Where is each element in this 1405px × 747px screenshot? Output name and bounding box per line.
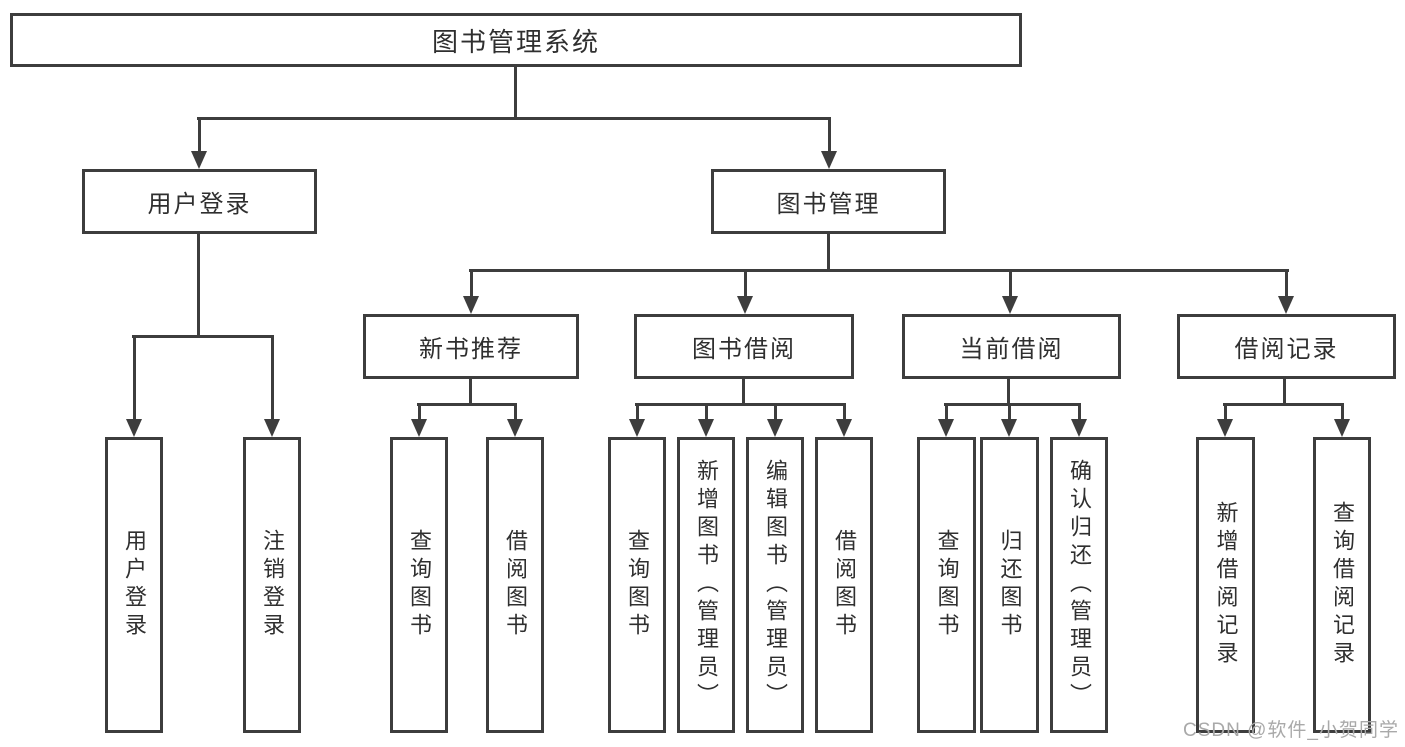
connector-user-login-hline [132,335,274,338]
arrow-to-bb-edit [767,405,783,437]
connector-book-management-stub [827,233,830,272]
leaf-recommend-query-book: 查询图书 [390,437,448,733]
node-label: 图书管理 [776,191,881,218]
connector-current-borrow-hline [944,403,1081,406]
connector-level3-hline [469,269,1289,272]
leaf-label: 借阅图书 [503,529,528,641]
node-new-book-recommend: 新书推荐 [363,314,579,379]
arrow-to-borrow-record [1278,271,1294,314]
leaf-borrow-edit-book-admin: 编辑图书（管理员） [746,437,804,733]
leaf-borrow-borrow-book: 借阅图书 [815,437,873,733]
leaf-current-query-book: 查询图书 [917,437,976,733]
arrow-to-new-book-recommend [463,271,479,314]
connector-book-borrow-stub [742,379,745,406]
leaf-label: 确认归还（管理员） [1067,459,1092,711]
connector-user-login-stub [197,234,200,338]
node-user-login: 用户登录 [82,169,317,234]
connector-book-borrow-hline [635,403,846,406]
node-label: 图书管理系统 [431,26,600,57]
leaf-record-add-record: 新增借阅记录 [1196,437,1255,733]
node-label: 图书借阅 [692,336,796,363]
connector-level2-hline [197,117,831,120]
leaf-label: 新增借阅记录 [1213,501,1239,669]
leaf-current-confirm-return-admin: 确认归还（管理员） [1050,437,1108,733]
leaf-logout: 注销登录 [243,437,301,733]
node-borrow-record: 借阅记录 [1177,314,1396,379]
arrow-to-bb-query [629,405,645,437]
leaf-label: 查询图书 [625,529,650,641]
node-label: 当前借阅 [959,336,1064,363]
connector-borrow-record-hline [1223,403,1344,406]
node-book-management: 图书管理 [711,169,946,234]
arrow-to-br-query [1334,405,1350,437]
leaf-label: 查询图书 [934,529,960,641]
arrow-to-bb-add [698,405,714,437]
arrow-to-br-add [1217,405,1233,437]
leaf-label: 借阅图书 [832,529,857,641]
arrow-to-rec-borrow [507,405,523,437]
connector-recommend-hline [417,403,517,406]
arrow-to-leaf-logout [264,337,280,437]
connector-borrow-record-stub [1283,379,1286,406]
connector-recommend-stub [469,379,472,406]
connector-root-stub [514,66,517,120]
node-label: 借阅记录 [1234,336,1339,363]
leaf-label: 归还图书 [997,529,1023,641]
arrow-to-current-borrow [1002,271,1018,314]
node-book-borrow: 图书借阅 [634,314,854,379]
watermark: CSDN @软件_小贺同学 [1183,720,1399,741]
leaf-borrow-query-book: 查询图书 [608,437,666,733]
leaf-label: 注销登录 [260,529,285,641]
arrow-to-book-borrow [737,271,753,314]
arrow-to-bb-borrow [836,405,852,437]
leaf-current-return-book: 归还图书 [980,437,1039,733]
arrow-to-book-management [821,119,837,169]
arrow-to-user-login [191,119,207,169]
arrow-to-rec-query [411,405,427,437]
leaf-user-login: 用户登录 [105,437,163,733]
leaf-label: 新增图书（管理员） [694,459,719,711]
leaf-label: 用户登录 [122,529,147,641]
arrow-to-cb-return [1001,405,1017,437]
arrow-to-cb-confirm [1071,405,1087,437]
leaf-label: 编辑图书（管理员） [763,459,788,711]
leaf-borrow-add-book-admin: 新增图书（管理员） [677,437,735,733]
node-label: 用户登录 [147,191,252,218]
leaf-recommend-borrow-book: 借阅图书 [486,437,544,733]
node-label: 新书推荐 [419,336,523,363]
leaf-label: 查询借阅记录 [1330,501,1355,669]
node-root: 图书管理系统 [10,13,1022,67]
arrow-to-cb-query [938,405,954,437]
connector-current-borrow-stub [1007,379,1010,406]
leaf-label: 查询图书 [407,529,432,641]
arrow-to-leaf-user-login [126,337,142,437]
node-current-borrow: 当前借阅 [902,314,1121,379]
leaf-record-query-record: 查询借阅记录 [1313,437,1371,733]
